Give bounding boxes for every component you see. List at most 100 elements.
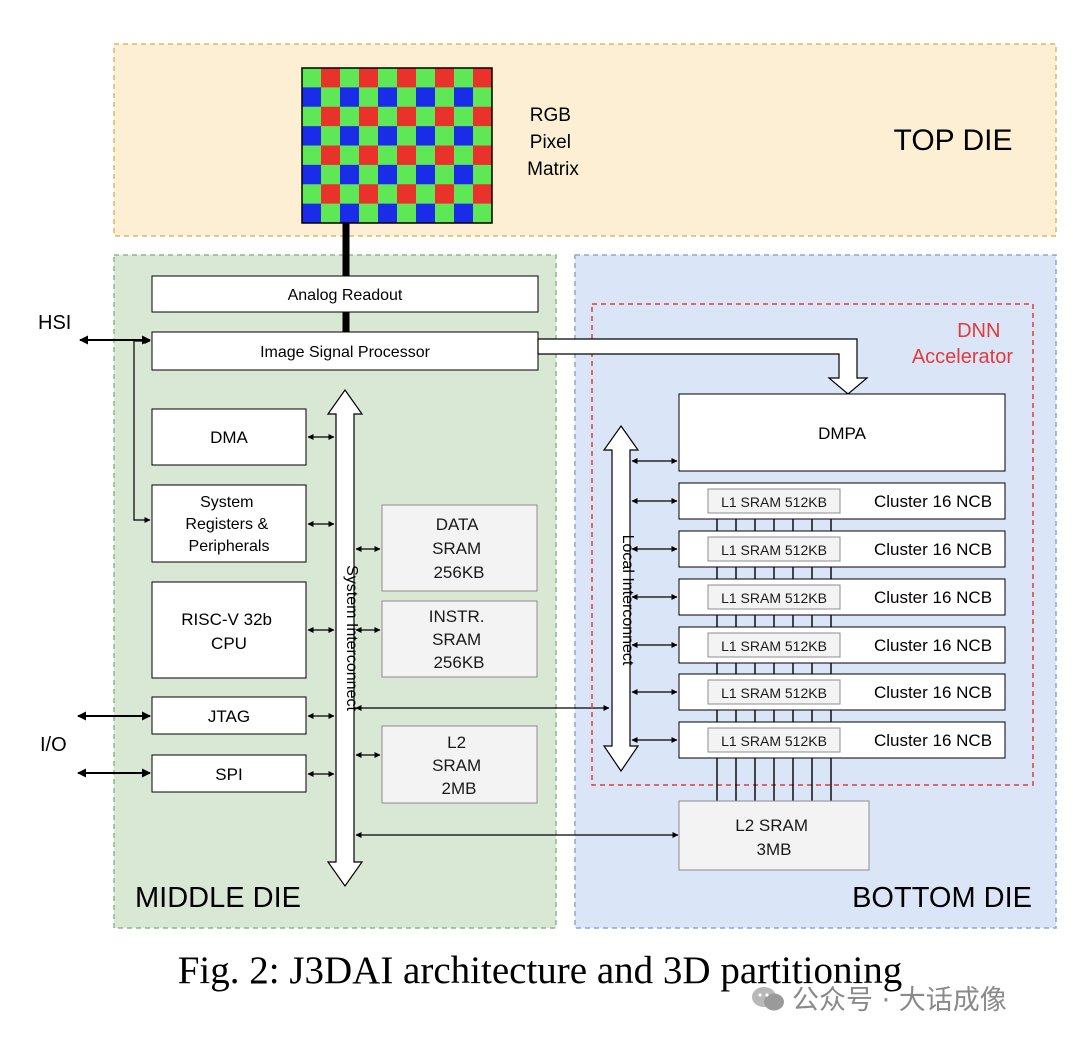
cluster-label: Cluster 16 NCB [874,683,992,702]
l1-sram-label: L1 SRAM 512KB [721,590,827,606]
pixel-cell [454,184,474,204]
pixel-cell [435,203,455,224]
isp-dmpa-arrow [537,338,869,395]
analog-readout-block: Analog Readout [151,275,539,313]
l1-sram-box [707,727,841,753]
dmpa-label: DMPA [818,424,867,443]
data-sram-label: DATA SRAM 256KB [432,515,486,582]
data-sram-block: DATA SRAM 256KB [381,504,538,592]
system-registers-box [151,484,307,563]
isp-box [151,331,539,371]
l1-sram-label: L1 SRAM 512KB [721,733,827,749]
pixel-cell [378,87,398,108]
instr-sram-line: SRAM [432,630,481,649]
middle-die-label: MIDDLE DIE [135,882,301,914]
pixel-cell [321,87,341,108]
instr-sram-block: INSTR. SRAM 256KB [381,600,538,678]
dma-box [151,408,307,466]
pixel-cell [378,164,398,185]
l1-sram-label: L1 SRAM 512KB [721,685,827,701]
pixel-cell [359,87,379,108]
external-io: HSI I/O [38,312,151,778]
jtag-block: JTAG [151,696,307,735]
instr-sram-box [381,600,538,678]
system-interconnect-arrow [326,388,364,888]
pixel-cell [454,164,474,185]
local-interconnect: Local Interconnect [602,424,640,773]
cluster-label: Cluster 16 NCB [874,492,992,511]
l2-sram-bottom-box [678,800,870,871]
pixel-cell [359,145,379,166]
system-registers-label: System Registers & Peripherals [185,494,272,555]
pixel-cell [397,126,417,146]
dnn-accelerator-line: Accelerator [912,346,1013,368]
pixel-cell [473,106,493,127]
figure-caption: Fig. 2: J3DAI architecture and 3D partit… [177,949,903,992]
pixel-cell [397,145,417,166]
pixel-cell [302,145,322,166]
data-sram-box [381,504,538,592]
pixel-cell [302,164,322,185]
system-registers-line: System [200,494,253,511]
pixel-cell [473,87,493,108]
cpu-label: RISC-V 32b CPU [181,610,276,653]
spi-label: SPI [215,765,242,784]
cluster-label: Cluster 16 NCB [874,588,992,607]
pixel-cell [473,184,493,204]
pixel-cell [416,145,436,166]
pixel-cell [435,145,455,166]
top-die-panel [113,43,1057,237]
pixel-cell [340,145,360,166]
dmpa-box [678,393,1006,472]
pixel-cell [397,184,417,204]
io-label: I/O [40,734,67,756]
pixel-cell [397,106,417,127]
pixel-cell [473,145,493,166]
pixel-cell [321,203,341,224]
watermark: 公众号 · 大话成像 [750,978,1007,1017]
cpu-box [151,581,307,679]
bottom-die-label: BOTTOM DIE [852,882,1032,914]
data-sram-line: 256KB [433,563,484,582]
dnn-accelerator-line: DNN [957,320,1000,342]
cluster-label: Cluster 16 NCB [874,636,992,655]
pixel-cell [416,184,436,204]
analog-readout-box [151,275,539,313]
rgb-pixel-matrix: RGB Pixel Matrix [301,67,579,224]
system-interconnect: System Interconnect [326,388,364,888]
cluster-label: Cluster 16 NCB [874,540,992,559]
cluster-row: L1 SRAM 512KB Cluster 16 NCB [631,626,1006,664]
pixel-cell [340,87,360,108]
pixel-cell [454,126,474,146]
l2-sram-bottom-line: L2 SRAM [735,816,808,835]
l1-sram-label: L1 SRAM 512KB [721,638,827,654]
pixel-cell [454,87,474,108]
pixel-cell [302,184,322,204]
pixel-cell [302,126,322,146]
pixel-cell [435,87,455,108]
pixel-cell [416,68,436,88]
l2-sram-middle-box [381,725,538,804]
l1-sram-box [707,679,841,705]
l2-sram-middle-line: 2MB [442,779,477,798]
instr-sram-label: INSTR. SRAM 256KB [429,607,489,672]
top-die: TOP DIE [113,43,1057,237]
dma-block: DMA [151,408,307,466]
pixel-cell [435,164,455,185]
pixel-matrix-label: RGB Pixel Matrix [527,105,579,180]
pixel-cell [416,87,436,108]
pixel-matrix-label-line: Matrix [527,159,579,180]
pixel-cell [435,184,455,204]
pixel-cell [378,145,398,166]
system-interconnect-label: System Interconnect [343,565,360,711]
pixel-cell [397,203,417,224]
pixel-cell [359,126,379,146]
dmpa-block: DMPA [678,393,1006,472]
data-sram-line: SRAM [432,539,481,558]
spi-box [151,754,307,793]
pixel-cell [340,184,360,204]
pixel-cell [359,184,379,204]
pixel-cell [454,145,474,166]
